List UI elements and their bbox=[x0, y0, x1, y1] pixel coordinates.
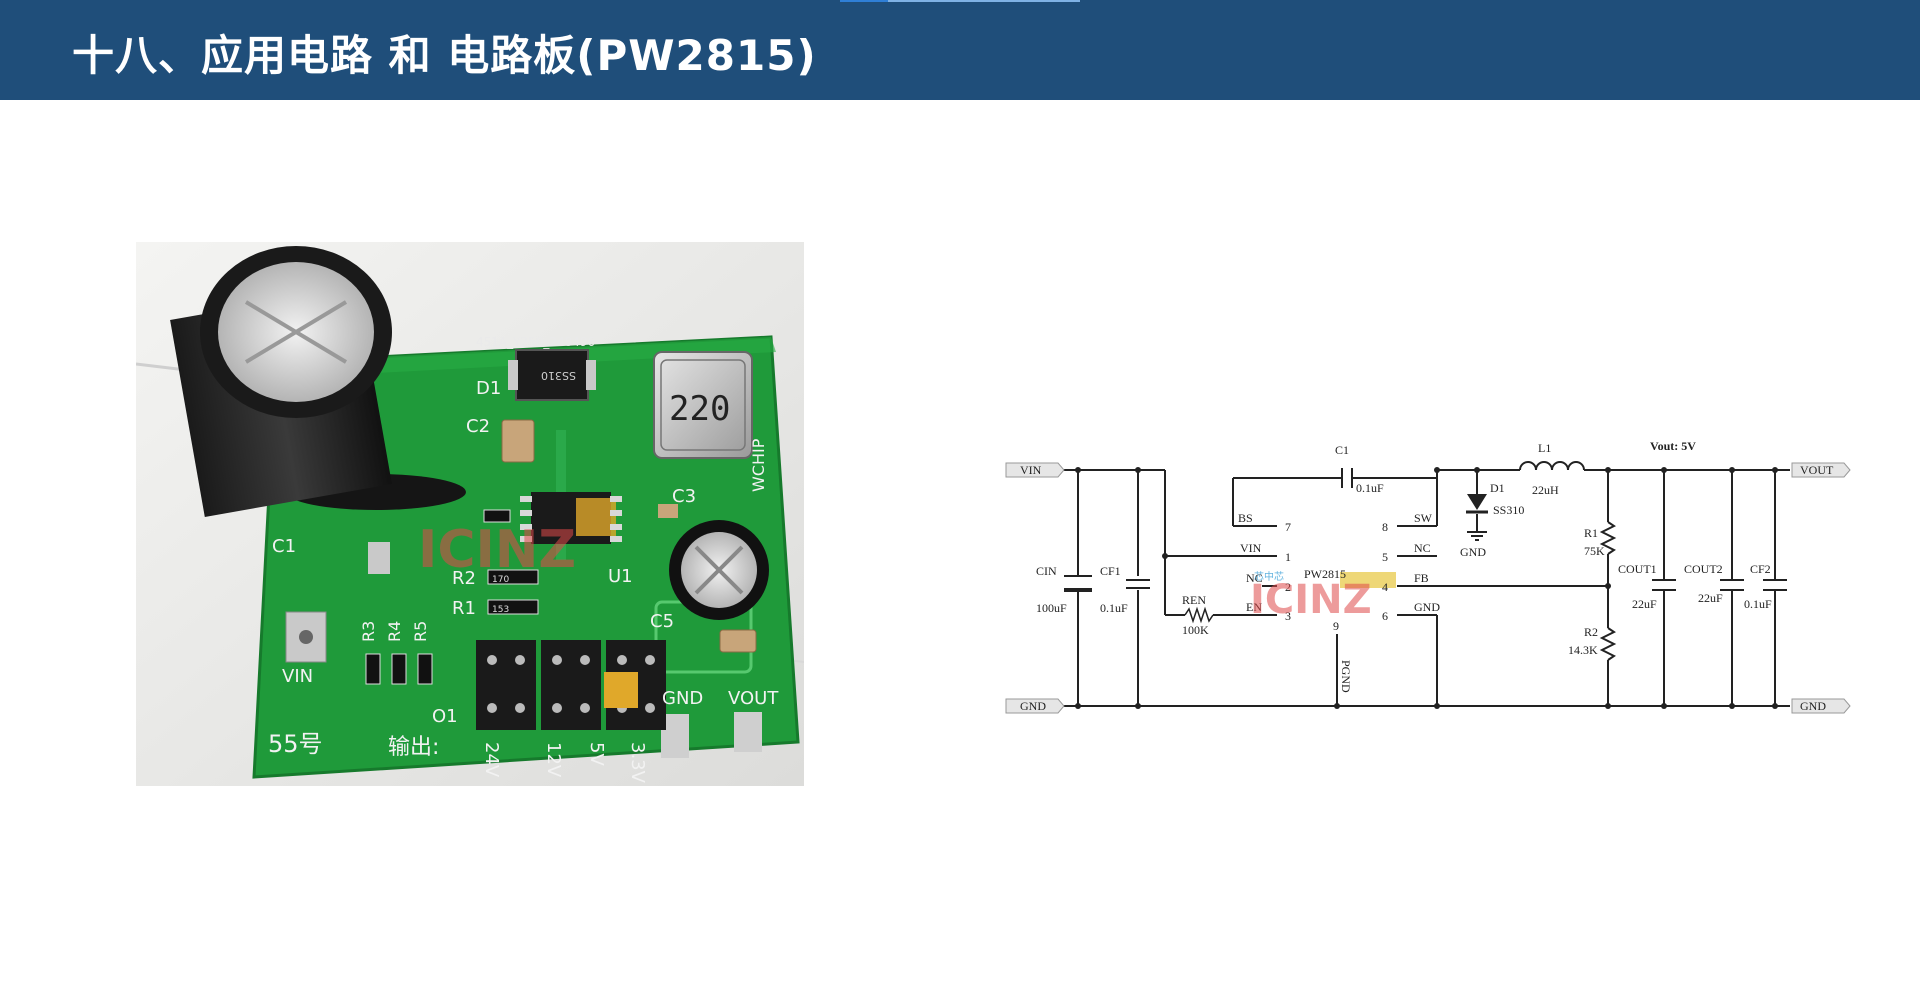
port-gnd-left: GND bbox=[1020, 699, 1046, 713]
ic-name: PW2815 bbox=[1304, 567, 1346, 581]
pin-9-num: 9 bbox=[1333, 619, 1339, 633]
silk-3v3: 3.3V bbox=[627, 742, 648, 784]
cin-ref: CIN bbox=[1036, 564, 1057, 578]
silk-12v: 12V bbox=[543, 742, 564, 778]
l1-ref: L1 bbox=[1538, 441, 1551, 455]
ren-ref: REN bbox=[1182, 593, 1206, 607]
header-bar bbox=[0, 0, 1920, 100]
pin-2-num: 2 bbox=[1285, 580, 1291, 594]
pin-3-num: 3 bbox=[1285, 609, 1291, 623]
pin-8-num: 8 bbox=[1382, 520, 1388, 534]
pin-sw-name: SW bbox=[1414, 511, 1433, 525]
l1-value: 22uH bbox=[1532, 483, 1559, 497]
diode-marking: SS310 bbox=[541, 369, 576, 382]
inductor-marking: 220 bbox=[669, 389, 730, 429]
r2-ref: R2 bbox=[1584, 625, 1598, 639]
c1-ref: C1 bbox=[1335, 443, 1349, 457]
silk-board-number: 55号 bbox=[268, 730, 323, 758]
pin-fb-name: FB bbox=[1414, 571, 1429, 585]
silk-c1: C1 bbox=[272, 536, 296, 557]
silk-o1: O1 bbox=[432, 706, 458, 727]
header-accent-line bbox=[840, 0, 1080, 2]
c1-value: 0.1uF bbox=[1356, 481, 1384, 495]
schematic-diagram: Vout: 5V VIN GND VOUT GND C1 0.1uF L1 22… bbox=[1000, 430, 1860, 720]
pin-nc-left-name: NC bbox=[1246, 571, 1263, 585]
pin-gnd-name: GND bbox=[1414, 600, 1440, 614]
pin-7-num: 7 bbox=[1285, 520, 1291, 534]
silk-brand: WCHIP bbox=[749, 438, 768, 492]
port-vout: VOUT bbox=[1800, 463, 1834, 477]
slide-title: 十八、应用电路 和 电路板(PW2815) bbox=[72, 31, 817, 80]
silk-r3: R3 bbox=[359, 621, 378, 642]
silk-vout: VOUT bbox=[728, 688, 779, 709]
cout2-value: 22uF bbox=[1698, 591, 1723, 605]
r2-value: 14.3K bbox=[1568, 643, 1598, 657]
cf2-value: 0.1uF bbox=[1744, 597, 1772, 611]
cout1-ref: COUT1 bbox=[1618, 562, 1657, 576]
r2-code: 170 bbox=[492, 575, 509, 585]
silk-vin: VIN bbox=[282, 666, 313, 687]
pin-1-num: 1 bbox=[1285, 550, 1291, 564]
pin-5-num: 5 bbox=[1382, 550, 1388, 564]
cin-value: 100uF bbox=[1036, 601, 1067, 615]
pin-nc-right-name: NC bbox=[1414, 541, 1431, 555]
pin-4-num: 4 bbox=[1382, 580, 1388, 594]
cf1-value: 0.1uF bbox=[1100, 601, 1128, 615]
photo-watermark: ICINZ bbox=[418, 520, 576, 580]
silk-5v: 5V bbox=[586, 742, 607, 766]
pcb-photo-illustration: 451A_Y250_248496 D1 C2 C3 C1 R2 R1 U1 C5… bbox=[136, 242, 804, 786]
r1-code: 153 bbox=[492, 605, 509, 615]
silk-r4: R4 bbox=[385, 621, 404, 642]
pin-bs-name: BS bbox=[1238, 511, 1253, 525]
silk-24v: 24V bbox=[481, 742, 502, 778]
silk-u1: U1 bbox=[608, 566, 633, 587]
pin-vin-name: VIN bbox=[1240, 541, 1262, 555]
ren-value: 100K bbox=[1182, 623, 1209, 637]
r1-ref: R1 bbox=[1584, 526, 1598, 540]
cf2-ref: CF2 bbox=[1750, 562, 1771, 576]
silk-r2: R2 bbox=[452, 568, 476, 589]
pin-en-name: EN bbox=[1246, 600, 1262, 614]
silk-r5: R5 bbox=[411, 621, 430, 642]
port-gnd-right: GND bbox=[1800, 699, 1826, 713]
pin-6-num: 6 bbox=[1382, 609, 1388, 623]
d1-value: SS310 bbox=[1493, 503, 1524, 517]
port-vin: VIN bbox=[1020, 463, 1042, 477]
silk-c5: C5 bbox=[650, 611, 674, 632]
silk-pcb-code: 451A_Y250_248496 bbox=[476, 335, 595, 349]
schematic-watermark: ICINZ bbox=[1250, 577, 1372, 623]
silk-r1: R1 bbox=[452, 598, 476, 619]
d1-ref: D1 bbox=[1490, 481, 1505, 495]
d1-gnd: GND bbox=[1460, 545, 1486, 559]
silk-c3: C3 bbox=[672, 486, 696, 507]
silk-output: 输出: bbox=[388, 735, 439, 760]
silk-d1: D1 bbox=[476, 378, 501, 399]
pcb-photo: 451A_Y250_248496 D1 C2 C3 C1 R2 R1 U1 C5… bbox=[136, 242, 804, 786]
cout2-ref: COUT2 bbox=[1684, 562, 1723, 576]
cout1-value: 22uF bbox=[1632, 597, 1657, 611]
silk-c2: C2 bbox=[466, 416, 490, 437]
schematic-watermark-cn: 芯中芯 bbox=[1254, 570, 1284, 583]
schematic-svg: Vout: 5V VIN GND VOUT GND C1 0.1uF L1 22… bbox=[1005, 439, 1851, 714]
silk-gnd: GND bbox=[662, 688, 703, 709]
pin-pgnd-name: PGND bbox=[1339, 660, 1353, 693]
vout-spec: Vout: 5V bbox=[1650, 439, 1696, 453]
r1-value: 75K bbox=[1584, 544, 1605, 558]
cf1-ref: CF1 bbox=[1100, 564, 1121, 578]
